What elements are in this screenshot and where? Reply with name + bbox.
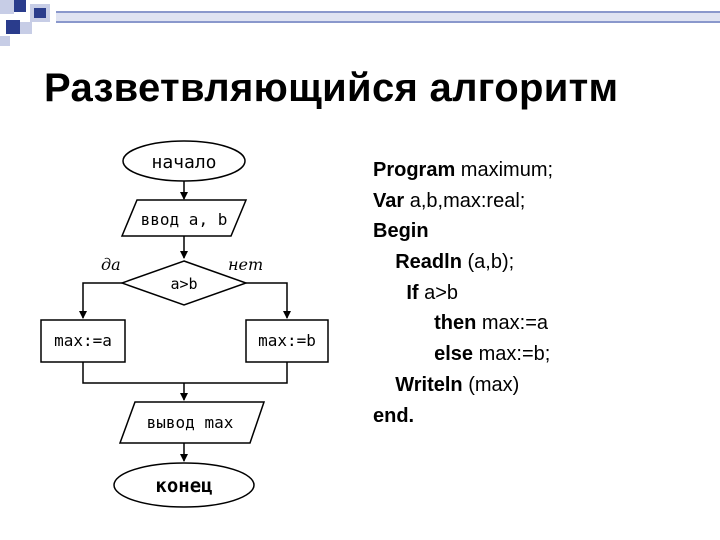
no-label: нет <box>228 255 263 274</box>
code-keyword: else <box>434 343 474 366</box>
yes-label: да <box>101 255 121 274</box>
corner-square <box>6 20 20 34</box>
code-keyword: Program <box>373 159 456 181</box>
left-branch-node <box>40 319 126 363</box>
merge-line <box>82 362 288 384</box>
right-branch-node <box>245 319 329 363</box>
code-line: Program maximum; <box>373 155 553 186</box>
code-text: max:=b; <box>473 343 551 366</box>
code-line: Writeln (max) <box>373 370 553 401</box>
code-text: a,b,max:real; <box>404 189 526 212</box>
code-line: Begin <box>373 216 553 247</box>
input-label: ввод a, b <box>141 210 228 229</box>
code-line: else max:=b; <box>373 339 553 370</box>
condition-node <box>119 260 249 306</box>
condition-label: a>b <box>170 275 197 293</box>
code-keyword: end. <box>373 404 415 427</box>
corner-square <box>0 0 14 14</box>
header-bar <box>56 11 720 23</box>
left-branch-label: max:=a <box>54 331 112 350</box>
code-line: Var a,b,max:real; <box>373 186 553 217</box>
code-keyword: Readln <box>395 251 462 274</box>
code-text: a>b <box>418 281 459 304</box>
code-keyword: If <box>406 281 419 304</box>
code-keyword: Begin <box>373 220 429 243</box>
arrow-no <box>246 282 291 319</box>
code-listing: Program maximum; Var a,b,max:real; Begin… <box>373 155 553 431</box>
code-keyword: Writeln <box>395 373 463 396</box>
code-line: then max:=a <box>373 308 553 339</box>
corner-square <box>14 0 26 12</box>
code-keyword: then <box>434 312 477 335</box>
end-node <box>113 462 255 508</box>
code-keyword: Var <box>373 189 405 212</box>
start-node <box>122 140 246 182</box>
end-label: конец <box>155 475 212 497</box>
code-text: maximum; <box>455 159 554 181</box>
arrow-yes <box>79 282 122 319</box>
code-line: Readln (a,b); <box>373 247 553 278</box>
start-label: начало <box>151 152 216 173</box>
right-branch-label: max:=b <box>258 331 316 350</box>
code-text: max:=a <box>476 312 549 335</box>
input-node <box>120 199 248 237</box>
corner-square <box>20 22 32 34</box>
code-text: (max) <box>462 373 520 396</box>
code-line: end. <box>373 401 553 432</box>
code-text: (a,b); <box>461 251 515 274</box>
corner-square <box>0 36 10 46</box>
output-label: вывод max <box>147 413 234 432</box>
code-line: If a>b <box>373 278 553 309</box>
output-node <box>118 401 266 444</box>
corner-square <box>34 8 46 18</box>
slide-title: Разветвляющийся алгоритм <box>44 66 619 110</box>
